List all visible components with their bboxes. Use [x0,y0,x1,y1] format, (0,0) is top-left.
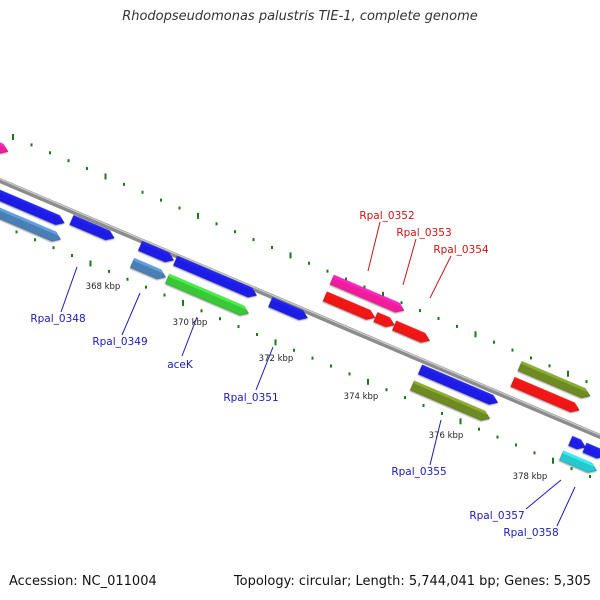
gene-rpal-0356-upper [517,361,591,399]
gene-rpal-0353-a [322,291,376,320]
gene-rpal-0351-highlight [271,297,306,315]
scale-label: 372 kbp [259,354,294,364]
gene-aceK-highlight [168,274,247,310]
gene-rpal-0356-upper-highlight [521,361,589,393]
gene-rpal-0357 [559,450,597,473]
gene-rpal-0357-highlight [562,450,595,467]
scale-label: 370 kbp [173,318,208,328]
leader-line [556,486,576,527]
leader-line [121,292,141,336]
gene-partial-top [0,135,9,154]
gene-rpal-0352 [329,274,405,313]
gene-rpal-0348 [0,199,61,242]
gene-rpal-0357-a-highlight [571,436,584,444]
gene-rpal-0356 [510,376,580,413]
gene-label: aceK [167,359,194,371]
leader-line [367,221,381,272]
gene-rpal-0357-b-highlight [585,443,600,453]
gene-rpal-0347-highlight [0,180,63,220]
gene-aceK [165,273,249,316]
gene-rpal-0353-body [373,312,395,328]
scale-label: 378 kbp [513,472,548,482]
gene-rpal-0355 [410,380,491,421]
accession-text: Accession: NC_011004 [9,574,157,589]
scale-label: 376 kbp [429,431,464,441]
gene-rpal-0348-highlight [0,200,59,236]
gene-aceK-upper [173,255,257,298]
gene-rpal-0357-a [568,435,586,450]
topology-text: Topology: circular; Length: 5,744,041 bp… [233,574,591,589]
gene-rpal-0355-upper [418,364,499,405]
gene-label: Rpal_0349 [92,336,147,348]
gene-rpal-0349-a-highlight [141,241,172,257]
gene-rpal-0349-highlight [133,258,164,274]
gene-rpal-0353-highlight [376,312,393,322]
gene-label: Rpal_0352 [359,210,414,222]
gene-label: Rpal_0357 [469,510,524,522]
gene-rpal-0349-body [130,257,167,280]
gene-rpal-0355-highlight [413,380,488,415]
gene-rpal-0352-highlight [333,275,402,307]
genome-backbone [0,177,600,440]
gene-partial-top-highlight [0,135,6,148]
scale-label: 368 kbp [86,282,121,292]
gene-rpal-0357-a-body [568,435,586,450]
gene-rpal-0352-body [329,274,405,313]
gene-rpal-0349-a [138,240,175,263]
leader-line [429,419,442,466]
gene-rpal-0354-highlight [395,320,428,337]
genome-backbone-highlight [0,178,600,436]
gene-rpal-0354 [392,320,430,343]
leader-line [402,238,417,286]
gene-rpal-0348-b-body [69,214,115,241]
gene-label: Rpal_0354 [433,244,489,256]
gene-rpal-0355-upper-highlight [421,364,496,399]
gene-label: Rpal_0358 [503,527,558,539]
leader-line [60,266,78,313]
gene-rpal-0348-b-highlight [72,215,113,235]
gene-aceK-upper-highlight [176,256,255,292]
gene-rpal-0353 [373,312,395,328]
leader-line [429,255,452,299]
gene-rpal-0354-body [392,320,430,343]
gene-label: Rpal_0351 [223,392,278,404]
gene-rpal-0348-body [0,199,61,242]
gene-rpal-0351 [268,297,308,321]
tick-ring [12,134,591,479]
gene-aceK-upper-body [173,255,257,298]
leader-line [181,316,198,357]
gene-rpal-0356-highlight [513,377,578,407]
gene-label: Rpal_0348 [30,313,85,325]
gene-rpal-0348-b [69,214,115,241]
gene-rpal-0353-a-highlight [326,291,373,315]
gene-partial-top-body [0,135,9,154]
leader-line [525,479,562,510]
gene-label: Rpal_0355 [391,466,446,478]
gene-aceK-body [165,273,249,316]
gene-label: Rpal_0353 [396,227,451,239]
gene-rpal-0357-b [582,442,600,459]
gene-rpal-0349 [130,257,167,280]
gene-features [0,135,600,473]
gene-rpal-0347 [0,180,65,225]
map-title: Rhodopseudomonas palustris TIE-1, comple… [122,9,478,24]
label-leaders [60,221,576,527]
scale-label: 374 kbp [344,392,379,402]
leader-line [255,346,274,391]
scale-labels: 368 kbp 370 kbp 372 kbp 374 kbp 376 kbp 378 k… [86,282,548,482]
